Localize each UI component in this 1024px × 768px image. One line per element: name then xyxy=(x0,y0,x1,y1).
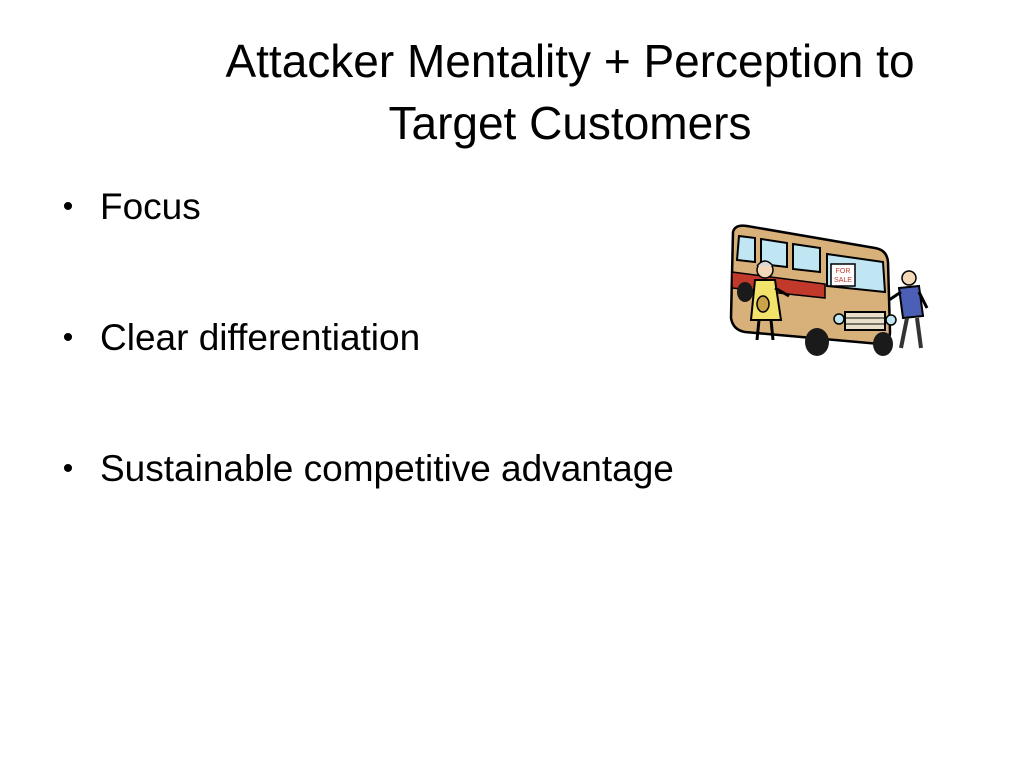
bullet-text: Focus xyxy=(100,186,201,227)
bullet-item-clear-differentiation: • Clear differentiation xyxy=(58,316,674,360)
for-sale-sign-line-1: FOR xyxy=(836,268,851,275)
bullet-marker: • xyxy=(62,452,74,485)
bullet-item-focus: • Focus xyxy=(58,185,674,229)
slide-title-line-2: Target Customers xyxy=(388,97,752,149)
bullet-list: • Focus • Clear differentiation • Sustai… xyxy=(58,185,674,578)
slide-title: Attacker Mentality + Perception to Targe… xyxy=(150,30,990,154)
slide-title-line-1: Attacker Mentality + Perception to xyxy=(225,35,915,87)
bullet-text: Clear differentiation xyxy=(100,317,421,358)
bullet-marker: • xyxy=(62,321,74,354)
bullet-text: Sustainable competitive advantage xyxy=(100,448,674,489)
bullet-marker: • xyxy=(62,190,74,223)
bullet-item-sustainable-competitive-advantage: • Sustainable competitive advantage xyxy=(58,447,674,491)
for-sale-sign-line-2: SALE xyxy=(834,277,852,284)
van-for-sale-illustration-icon: FOR SALE xyxy=(729,224,929,356)
